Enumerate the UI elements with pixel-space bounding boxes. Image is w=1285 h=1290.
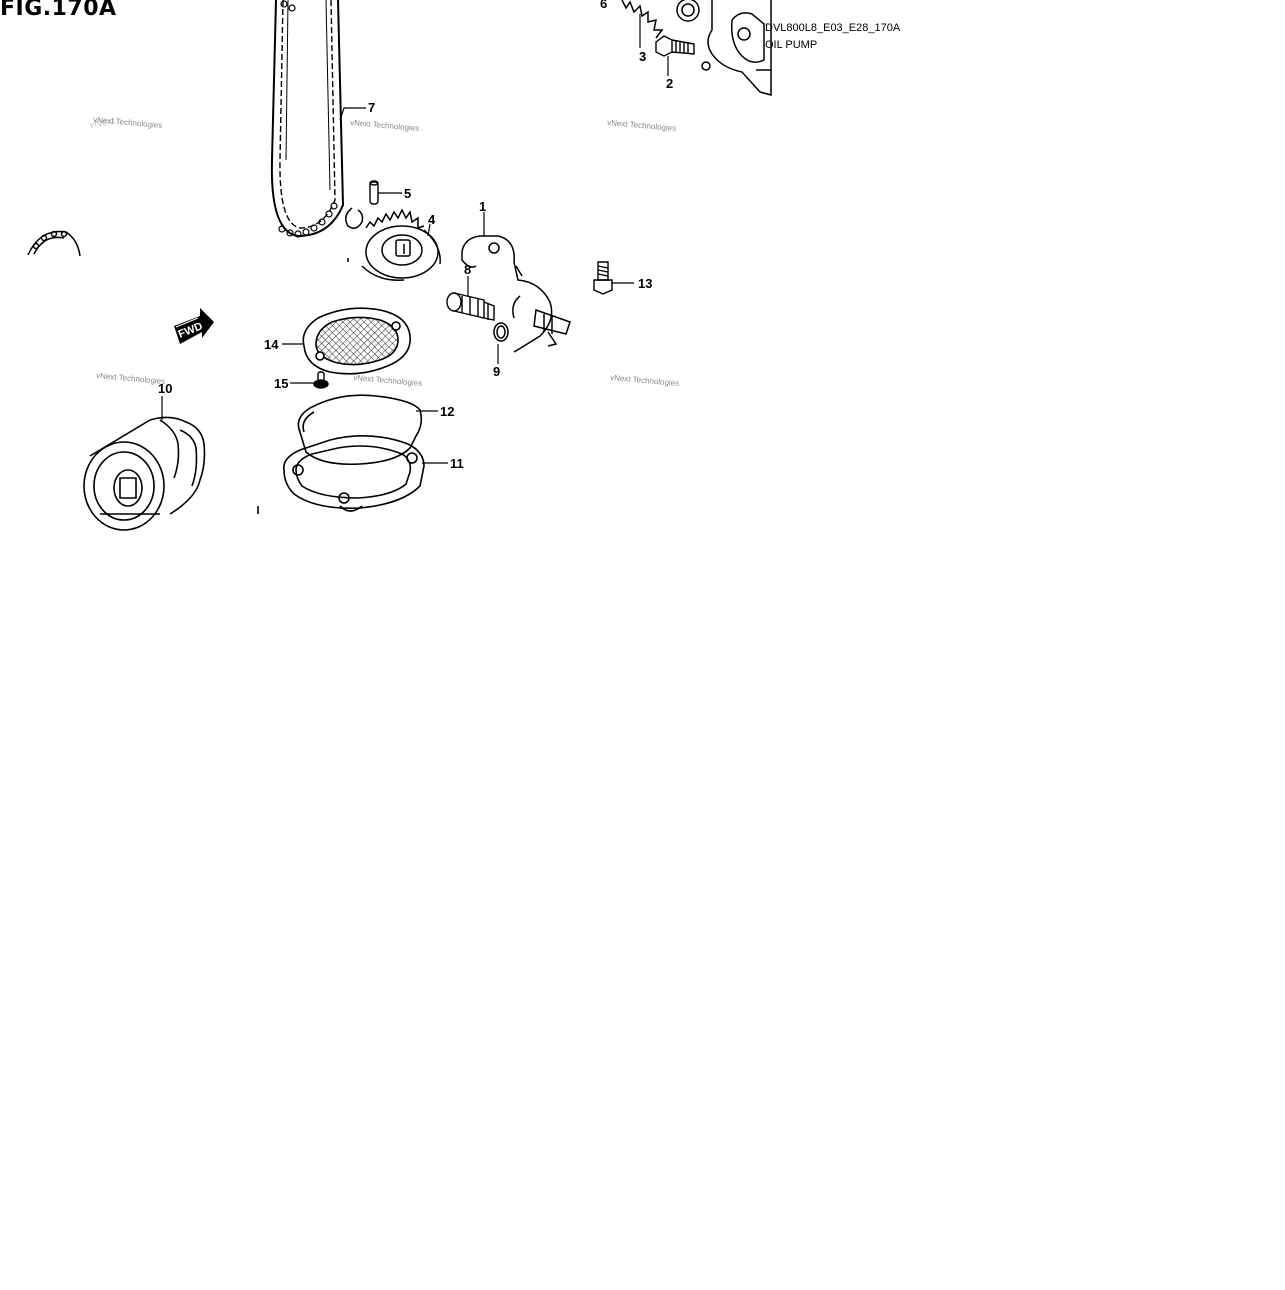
fwd-arrow-badge: FWD	[174, 308, 214, 344]
callout-14: 14	[264, 337, 279, 352]
callout-labels: 1 2 3 4 5 6 7 8 9 10 11 12 13 14 15	[158, 0, 673, 471]
callout-13: 13	[638, 276, 652, 291]
callout-10: 10	[158, 381, 172, 396]
watermark-text: vNext Technologies	[610, 373, 680, 388]
part-11-cover	[257, 435, 425, 514]
callout-3: 3	[639, 49, 646, 64]
callout-12: 12	[440, 404, 454, 419]
leader-lines	[161, 14, 669, 464]
chain-fragment	[27, 230, 81, 257]
part-15-screw	[313, 371, 329, 389]
part-2-bolt	[655, 35, 695, 57]
part-1-oil-pump	[461, 235, 571, 353]
part-10-oil-filter	[83, 416, 206, 531]
part-3-sprocket	[621, 0, 700, 39]
callout-2: 2	[666, 76, 673, 91]
callout-7: 7	[368, 100, 375, 115]
part-8-valve	[446, 292, 495, 321]
section-name: OIL PUMP	[765, 39, 818, 51]
callout-6: 6	[600, 0, 607, 11]
part-12-gasket	[297, 394, 423, 466]
callout-9: 9	[493, 364, 500, 379]
watermark-text: vNext	[89, 116, 116, 131]
oil-pump-body-top	[701, 0, 772, 96]
part-13-bolt	[593, 261, 613, 295]
callout-8: 8	[464, 262, 471, 277]
part-7-chain	[270, 0, 345, 238]
part-4-sprocket	[361, 208, 441, 281]
callout-15: 15	[274, 376, 288, 391]
callout-11: 11	[450, 456, 464, 471]
callout-5: 5	[404, 186, 411, 201]
callout-1: 1	[479, 199, 486, 214]
part-circlip	[345, 207, 364, 262]
watermark-text: vNext Technologies	[607, 118, 677, 133]
callout-4: 4	[428, 212, 436, 227]
part-5-pin	[369, 180, 379, 205]
watermark-text: vNext Technologies	[96, 371, 166, 386]
part-9-oring	[493, 322, 509, 342]
model-code: DVL800L8_E03_E28_170A	[765, 22, 901, 34]
diagram-code-block: DVL800L8_E03_E28_170A OIL PUMP	[765, 20, 900, 54]
part-14-strainer	[302, 307, 411, 375]
watermark-text: vNext Technologies	[350, 118, 420, 133]
watermark-text: vNext Technologies	[353, 373, 423, 388]
figure-title: FIG.170A	[0, 0, 117, 21]
